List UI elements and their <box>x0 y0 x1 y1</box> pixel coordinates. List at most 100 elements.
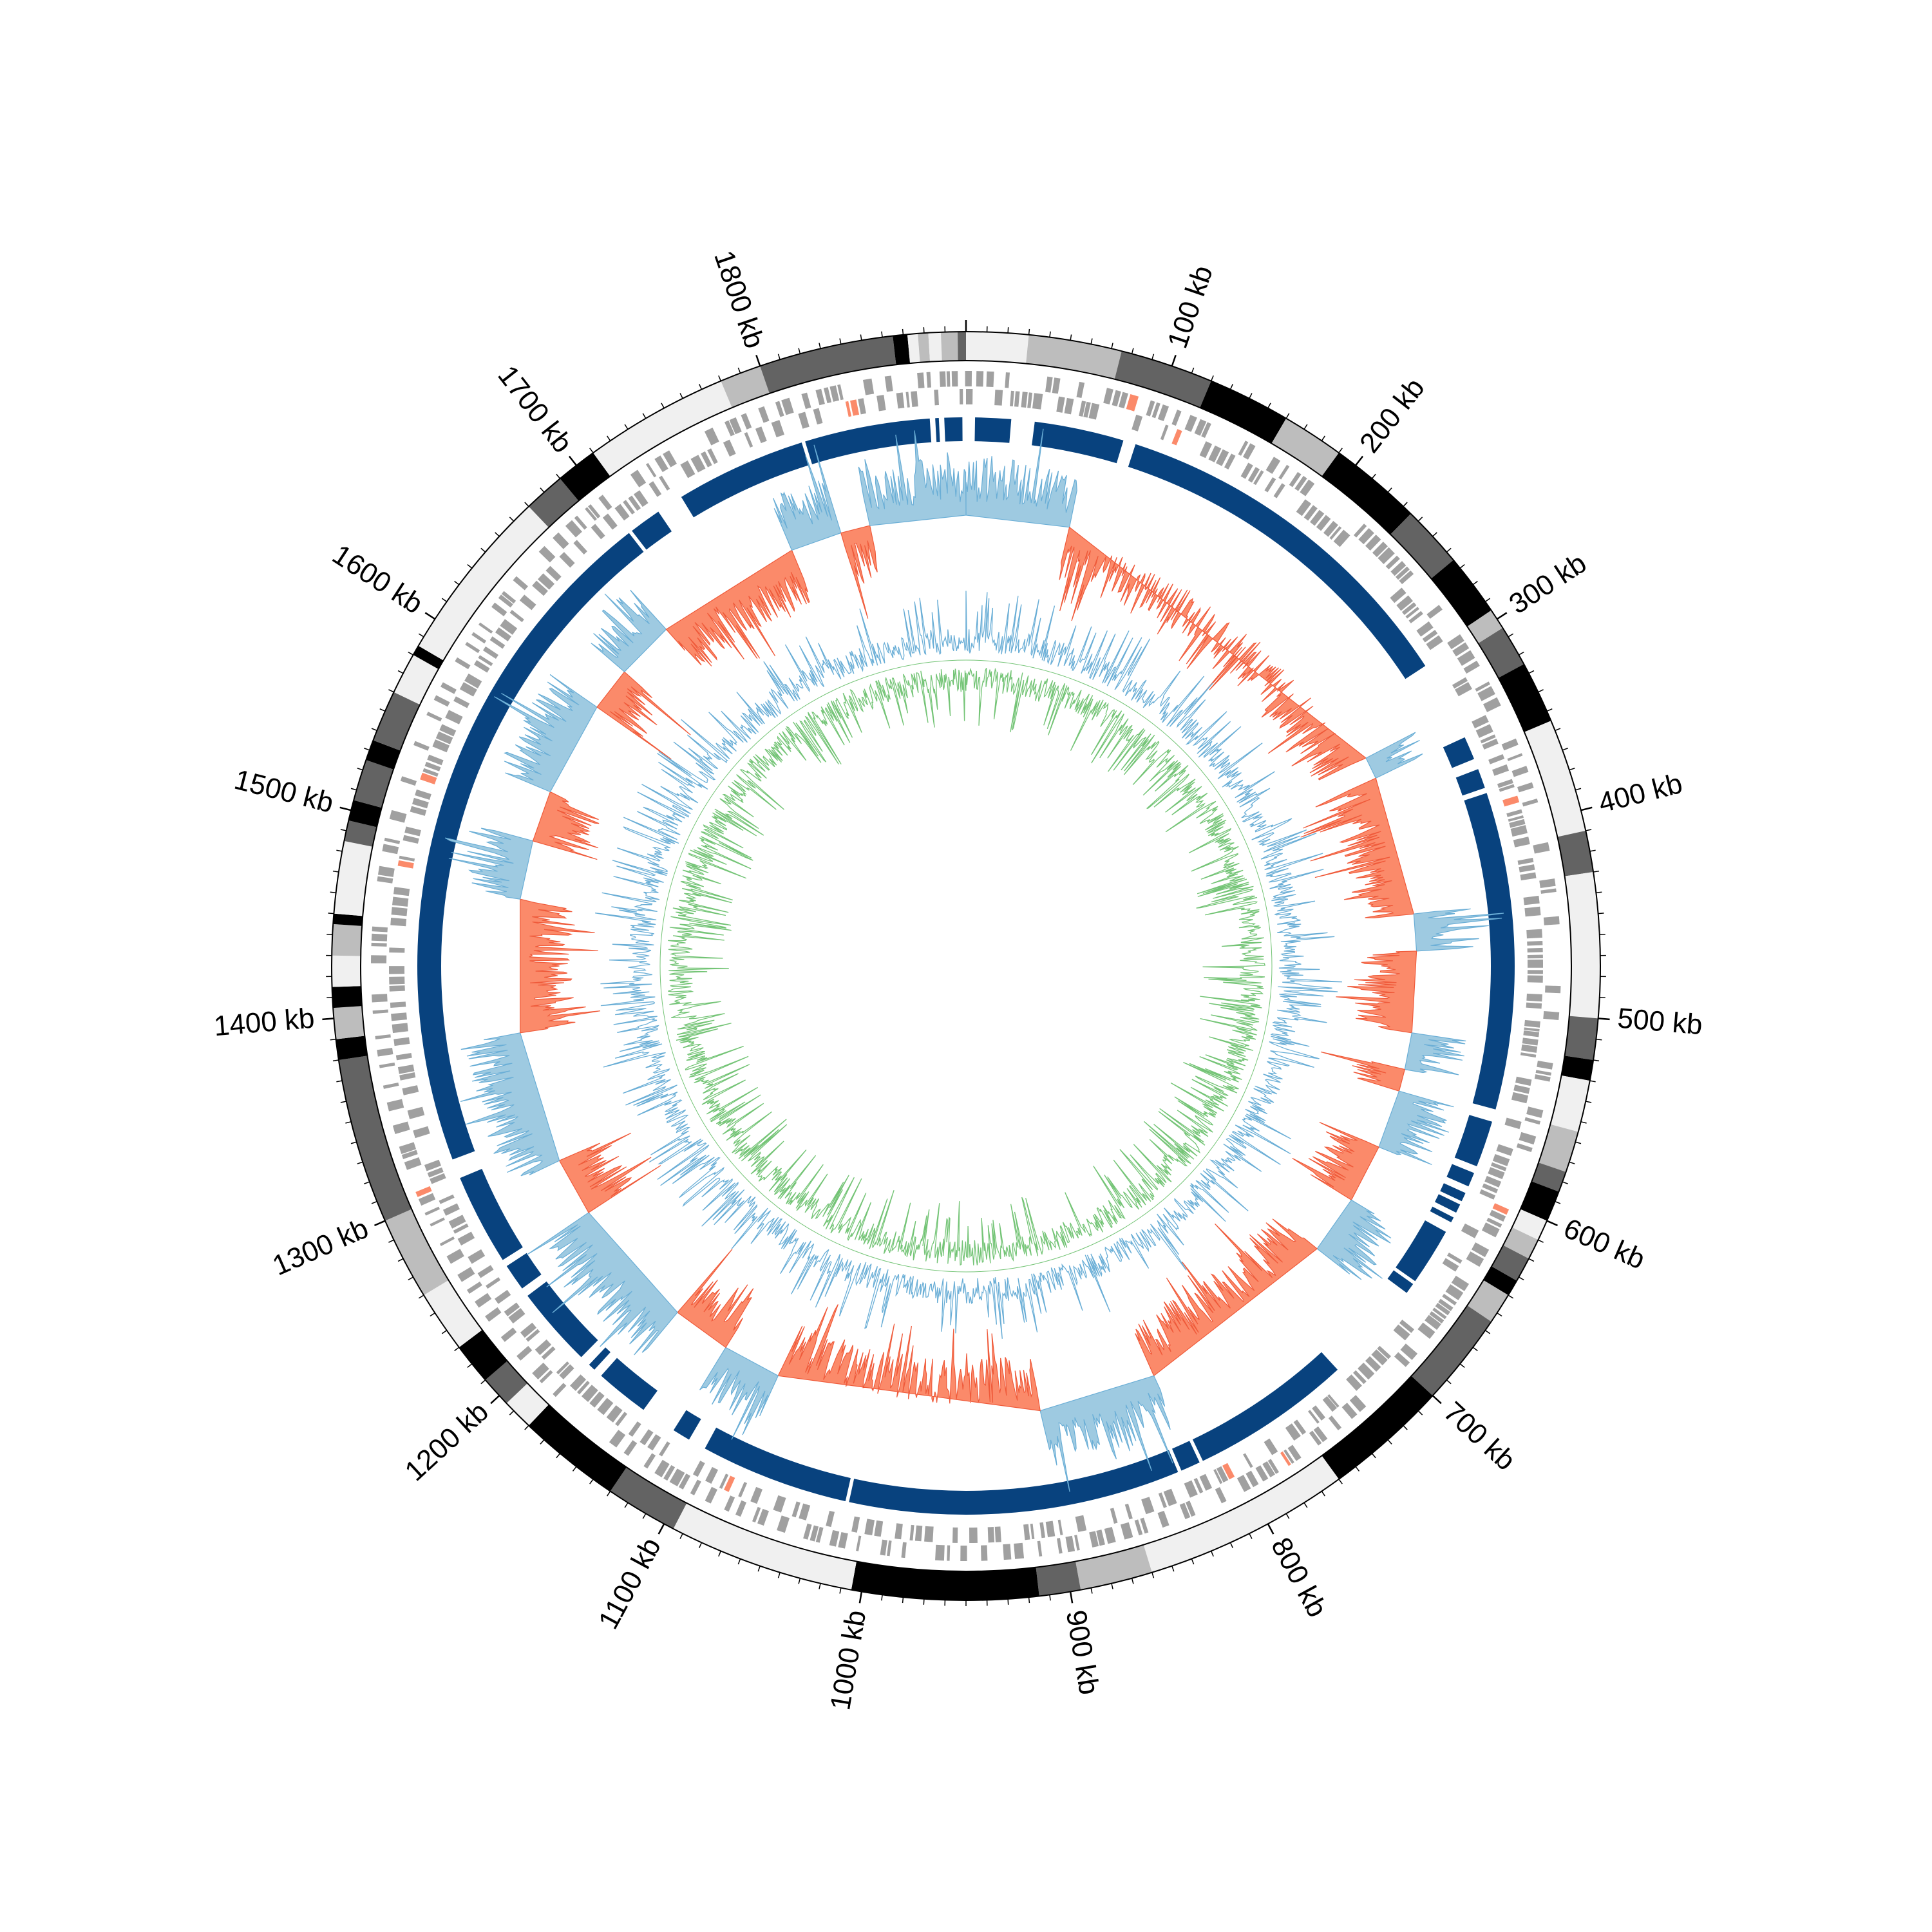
minor-tick <box>1580 1121 1587 1124</box>
minor-tick <box>757 1566 761 1572</box>
gene-feature <box>1003 1544 1012 1560</box>
gene-feature <box>738 1482 748 1498</box>
gene-feature <box>1039 1522 1046 1539</box>
gene-feature <box>1199 441 1213 459</box>
gene-feature <box>1405 607 1419 619</box>
gene-feature <box>1327 1394 1340 1408</box>
gene-feature <box>758 406 770 423</box>
major-tick <box>1267 1523 1274 1535</box>
gene-feature <box>1045 1520 1056 1537</box>
minor-tick <box>1596 1039 1602 1041</box>
minor-tick <box>1528 670 1535 674</box>
gene-feature <box>1278 464 1290 480</box>
ideogram-segment <box>332 986 363 1009</box>
gene-feature <box>1523 1030 1540 1037</box>
minor-tick <box>1387 1439 1392 1444</box>
minor-tick <box>540 488 545 493</box>
ideogram-segment <box>334 840 373 916</box>
gene-feature <box>659 1441 670 1457</box>
gene-feature <box>519 594 536 611</box>
gene-feature <box>1509 819 1526 828</box>
gene-feature <box>1408 611 1423 623</box>
gene-feature <box>553 532 569 549</box>
minor-tick <box>589 1479 594 1484</box>
gene-feature <box>1171 429 1182 446</box>
minor-tick <box>1007 327 1009 334</box>
minor-tick <box>379 708 386 712</box>
minor-tick <box>1403 1425 1408 1430</box>
major-tick <box>658 1523 665 1535</box>
gene-feature <box>1482 1183 1499 1193</box>
gene-feature <box>1527 970 1543 974</box>
gene-feature <box>1519 1132 1537 1145</box>
gene-feature <box>947 1545 951 1561</box>
gene-feature <box>392 1121 410 1134</box>
gene-feature <box>1482 739 1499 750</box>
gene-feature <box>478 622 493 634</box>
minor-tick <box>1090 1587 1093 1594</box>
minor-tick <box>1519 1276 1524 1281</box>
minor-tick <box>902 328 904 335</box>
minor-tick <box>1028 1597 1030 1604</box>
gene-feature <box>1037 1540 1043 1557</box>
gene-feature <box>427 1167 444 1178</box>
gene-feature <box>951 371 958 387</box>
gene-feature <box>448 1215 466 1229</box>
gene-feature <box>589 1391 605 1408</box>
gene-feature <box>1333 529 1350 547</box>
gene-feature <box>1064 397 1074 415</box>
gene-feature <box>383 1082 399 1089</box>
gene-feature <box>1280 1451 1291 1466</box>
gene-feature <box>1492 764 1510 776</box>
ideogram-track <box>331 331 1601 1601</box>
ideogram-segment <box>1321 453 1411 535</box>
gc-skew-negative-area <box>777 1304 1041 1412</box>
syntenic-block <box>460 1168 523 1260</box>
tick-label: 400 kb <box>1595 768 1685 819</box>
gene-feature <box>1160 424 1169 440</box>
gene-feature <box>520 1322 537 1338</box>
gene-feature <box>1245 1470 1259 1488</box>
minor-tick <box>839 1587 842 1594</box>
gc-skew-negative-area <box>677 1249 754 1349</box>
gene-feature <box>1524 1117 1541 1125</box>
minor-tick <box>454 1347 460 1352</box>
gene-feature <box>1032 393 1043 410</box>
minor-tick <box>1285 413 1290 419</box>
gene-feature <box>917 372 925 389</box>
gene-feature <box>399 1072 416 1081</box>
gene-feature <box>880 1539 887 1556</box>
minor-tick <box>699 384 703 390</box>
gene-feature <box>1480 734 1496 744</box>
gene-feature <box>1396 595 1414 611</box>
gene-feature <box>1134 1519 1143 1536</box>
gene-feature <box>445 710 463 724</box>
gene-feature <box>495 1289 511 1304</box>
gene-feature <box>402 1085 419 1095</box>
gene-feature <box>654 1459 670 1478</box>
gene-feature <box>391 1012 407 1021</box>
gene-feature <box>680 460 696 478</box>
gene-feature <box>1527 959 1543 968</box>
gene-feature <box>1425 1314 1441 1330</box>
gene-feature <box>757 1508 770 1526</box>
ideogram-segment <box>1524 721 1586 837</box>
gene-feature <box>1365 1356 1381 1372</box>
gene-feature <box>1074 1535 1080 1551</box>
gene-feature <box>1120 1522 1133 1540</box>
ideogram-segment <box>338 1056 412 1221</box>
minor-tick <box>1484 1330 1491 1334</box>
gene-feature <box>647 1434 661 1451</box>
major-tick <box>1580 806 1593 811</box>
gene-feature <box>1457 650 1475 666</box>
ideogram-segment <box>1467 610 1503 643</box>
minor-tick <box>397 1258 404 1262</box>
ideogram-segment <box>1561 1056 1594 1081</box>
minor-tick <box>718 375 721 381</box>
minor-tick <box>718 1551 721 1557</box>
gene-feature <box>545 565 562 582</box>
ideogram-segment <box>1539 1124 1578 1172</box>
minor-tick <box>1538 689 1544 693</box>
gene-feature <box>1533 842 1550 854</box>
minor-tick <box>1090 338 1093 345</box>
